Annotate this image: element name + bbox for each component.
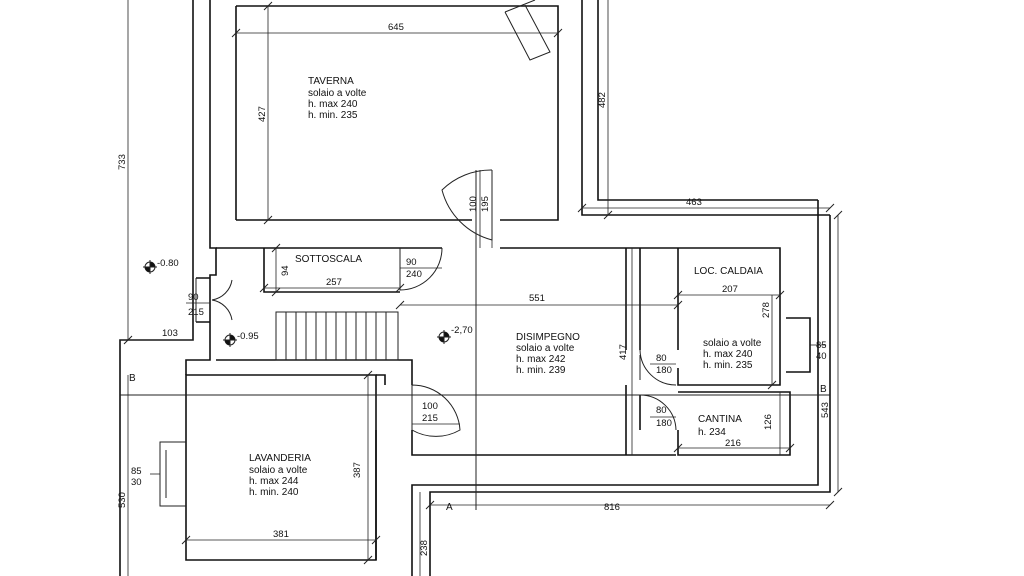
dim-label: 482 [597, 92, 608, 108]
dim-label: 733 [117, 154, 128, 170]
dim-label: 240 [406, 269, 422, 280]
room-sottoscala: SOTTOSCALA [295, 254, 362, 265]
room-hmax: h. max 240 [308, 99, 358, 110]
level-label: -0.80 [157, 258, 179, 269]
room-hmax: h. max 242 [516, 354, 566, 365]
dim-label: 94 [280, 265, 291, 276]
dim-label: 90 [188, 292, 199, 303]
dim-label: 551 [529, 293, 545, 304]
dimension-lines [120, 0, 843, 576]
dim-label: 543 [820, 402, 831, 418]
walls [119, 0, 831, 576]
room-hmin: h. min. 235 [308, 110, 358, 121]
dim-label: 215 [422, 413, 438, 424]
dim-label: 387 [352, 462, 363, 478]
section-mark-b-right: B [820, 384, 827, 395]
room-ceiling: solaio a volte [703, 338, 762, 349]
room-hmin: h. min. 239 [516, 365, 566, 376]
room-disimpegno: DISIMPEGNO solaio a volte h. max 242 h. … [516, 332, 580, 376]
dim-label: 207 [722, 284, 738, 295]
room-height: h. 234 [698, 427, 726, 438]
level-marker-080 [143, 260, 157, 274]
dim-label: 645 [388, 22, 404, 33]
room-taverna: TAVERNA solaio a volte h. max 240 h. min… [308, 76, 367, 121]
room-name: CANTINA [698, 414, 742, 425]
dim-label: 530 [117, 492, 128, 508]
room-hmin: h. min. 235 [703, 360, 753, 371]
dim-label: 80 [656, 405, 667, 416]
dim-label: 100 [422, 401, 438, 412]
dim-label: 100 [468, 196, 479, 212]
dim-label: 103 [162, 328, 178, 339]
dim-label: 90 [406, 257, 417, 268]
section-mark-a: A [446, 502, 453, 513]
level-marker-095 [223, 333, 237, 347]
dim-label: 195 [480, 196, 491, 212]
level-labels: -0.80 -0.95 -2,70 [157, 258, 473, 342]
dim-label: 30 [131, 477, 142, 488]
dim-label: 216 [725, 438, 741, 449]
section-mark-b-left: B [129, 373, 136, 384]
dim-label: 215 [188, 307, 204, 318]
dimension-labels: 645 427 482 463 733 100 195 94 257 90 24… [117, 22, 831, 556]
dim-label: 80 [656, 353, 667, 364]
level-label: -0.95 [237, 331, 259, 342]
level-marker-270 [437, 330, 451, 344]
room-name: LAVANDERIA [249, 453, 311, 464]
dim-label: 238 [419, 540, 430, 556]
room-hmax: h. max 240 [703, 349, 753, 360]
room-hmin: h. min. 240 [249, 487, 299, 498]
dim-label: 278 [761, 302, 772, 318]
room-ceiling: solaio a volte [516, 343, 575, 354]
doors [211, 169, 677, 437]
dim-label: 427 [257, 106, 268, 122]
room-cantina: CANTINA h. 234 [698, 414, 742, 438]
room-ceiling: solaio a volte [249, 465, 308, 476]
room-name: TAVERNA [308, 76, 354, 87]
level-markers [143, 260, 451, 347]
room-loc-caldaia: LOC. CALDAIA solaio a volte h. max 240 h… [694, 266, 763, 371]
dim-label: 417 [618, 344, 629, 360]
level-label: -2,70 [451, 325, 473, 336]
dim-label: 85 [816, 340, 827, 351]
room-name: LOC. CALDAIA [694, 266, 763, 277]
dim-label: 180 [656, 365, 672, 376]
dim-label: 381 [273, 529, 289, 540]
dim-label: 40 [816, 351, 827, 362]
room-hmax: h. max 244 [249, 476, 299, 487]
room-lavanderia: LAVANDERIA solaio a volte h. max 244 h. … [249, 453, 311, 498]
section-lines [120, 170, 830, 510]
dim-label: 257 [326, 277, 342, 288]
dim-label: 180 [656, 418, 672, 429]
dim-label: 85 [131, 466, 142, 477]
section-marks: B B A [129, 373, 827, 513]
dim-label: 816 [604, 502, 620, 513]
dim-label: 463 [686, 197, 702, 208]
dim-label: 126 [763, 414, 774, 430]
room-ceiling: solaio a volte [308, 88, 367, 99]
room-name: DISIMPEGNO [516, 332, 580, 343]
